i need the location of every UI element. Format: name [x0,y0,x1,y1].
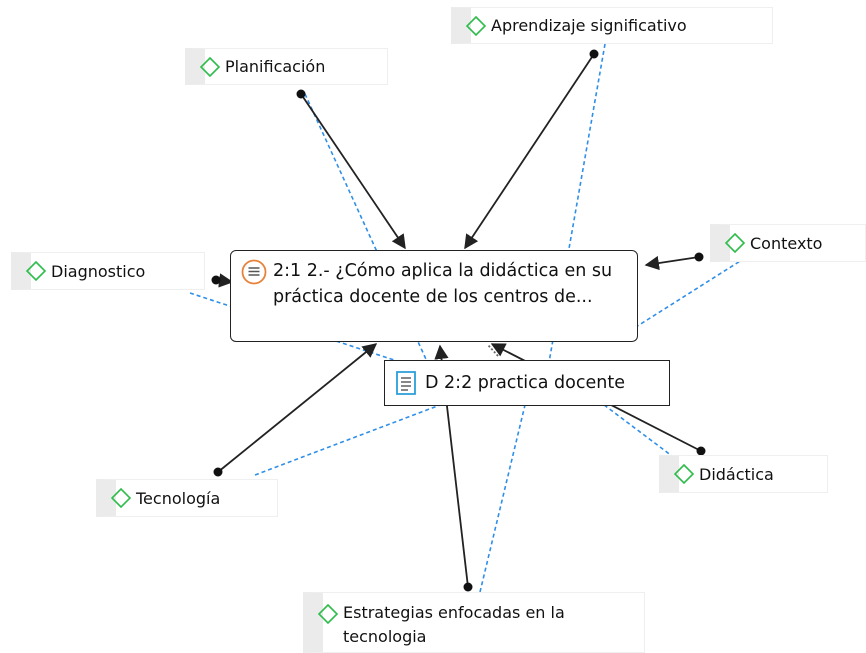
code-node-contexto[interactable]: Contexto [710,224,866,262]
document-icon [396,371,416,395]
quotation-icon [241,259,267,285]
code-node-diagnostico[interactable]: Diagnostico [11,252,205,290]
code-label: Diagnostico [51,261,146,281]
document-node[interactable]: D 2:2 practica docente [384,360,670,406]
anchor-estrategias [463,582,473,592]
code-label: Estrategias enfocadas en la tecnologia [343,603,565,646]
doc-link-contexto [627,257,746,333]
link-document-quotation [487,344,499,357]
anchor-planificacion [296,89,306,99]
code-diamond-icon [673,463,695,485]
code-node-planificacion[interactable]: Planificación [185,48,388,85]
doc-link-didactica [554,367,681,463]
code-node-estrategias[interactable]: Estrategias enfocadas en la tecnologia [303,592,645,653]
anchor-contexto [694,252,704,262]
link-contexto [644,255,700,271]
quotation-text: 2:1 2.- ¿Cómo aplica la didáctica en su … [273,261,613,307]
anchor-tecnologia [213,467,223,477]
code-diamond-icon [110,487,132,509]
code-diamond-icon [724,232,746,254]
code-label: Aprendizaje significativo [491,16,687,35]
code-label: Tecnología [136,488,221,508]
document-text: D 2:2 practica docente [425,373,625,393]
doc-link-tecnologia [254,404,441,476]
doc-link-planificacion [304,93,431,369]
code-diamond-icon [199,56,221,77]
link-planificacion [300,93,406,250]
code-diamond-icon [317,603,339,625]
anchor-aprendizaje [589,49,599,59]
link-tecnologia [217,343,378,473]
code-label: Planificación [225,57,326,76]
link-aprendizaje [464,53,595,250]
anchor-didactica [696,446,706,456]
code-diamond-icon [25,260,47,282]
code-diamond-icon [465,15,487,36]
code-label: Contexto [750,233,823,253]
code-node-aprendizaje[interactable]: Aprendizaje significativo [451,7,773,44]
quotation-node[interactable]: 2:1 2.- ¿Cómo aplica la didáctica en su … [230,250,638,342]
code-node-didactica[interactable]: Didáctica [659,455,828,493]
doc-link-estrategias [479,404,526,593]
code-node-tecnologia[interactable]: Tecnología [96,479,278,517]
code-label: Didáctica [699,464,774,484]
anchor-diagnostico [211,275,221,285]
